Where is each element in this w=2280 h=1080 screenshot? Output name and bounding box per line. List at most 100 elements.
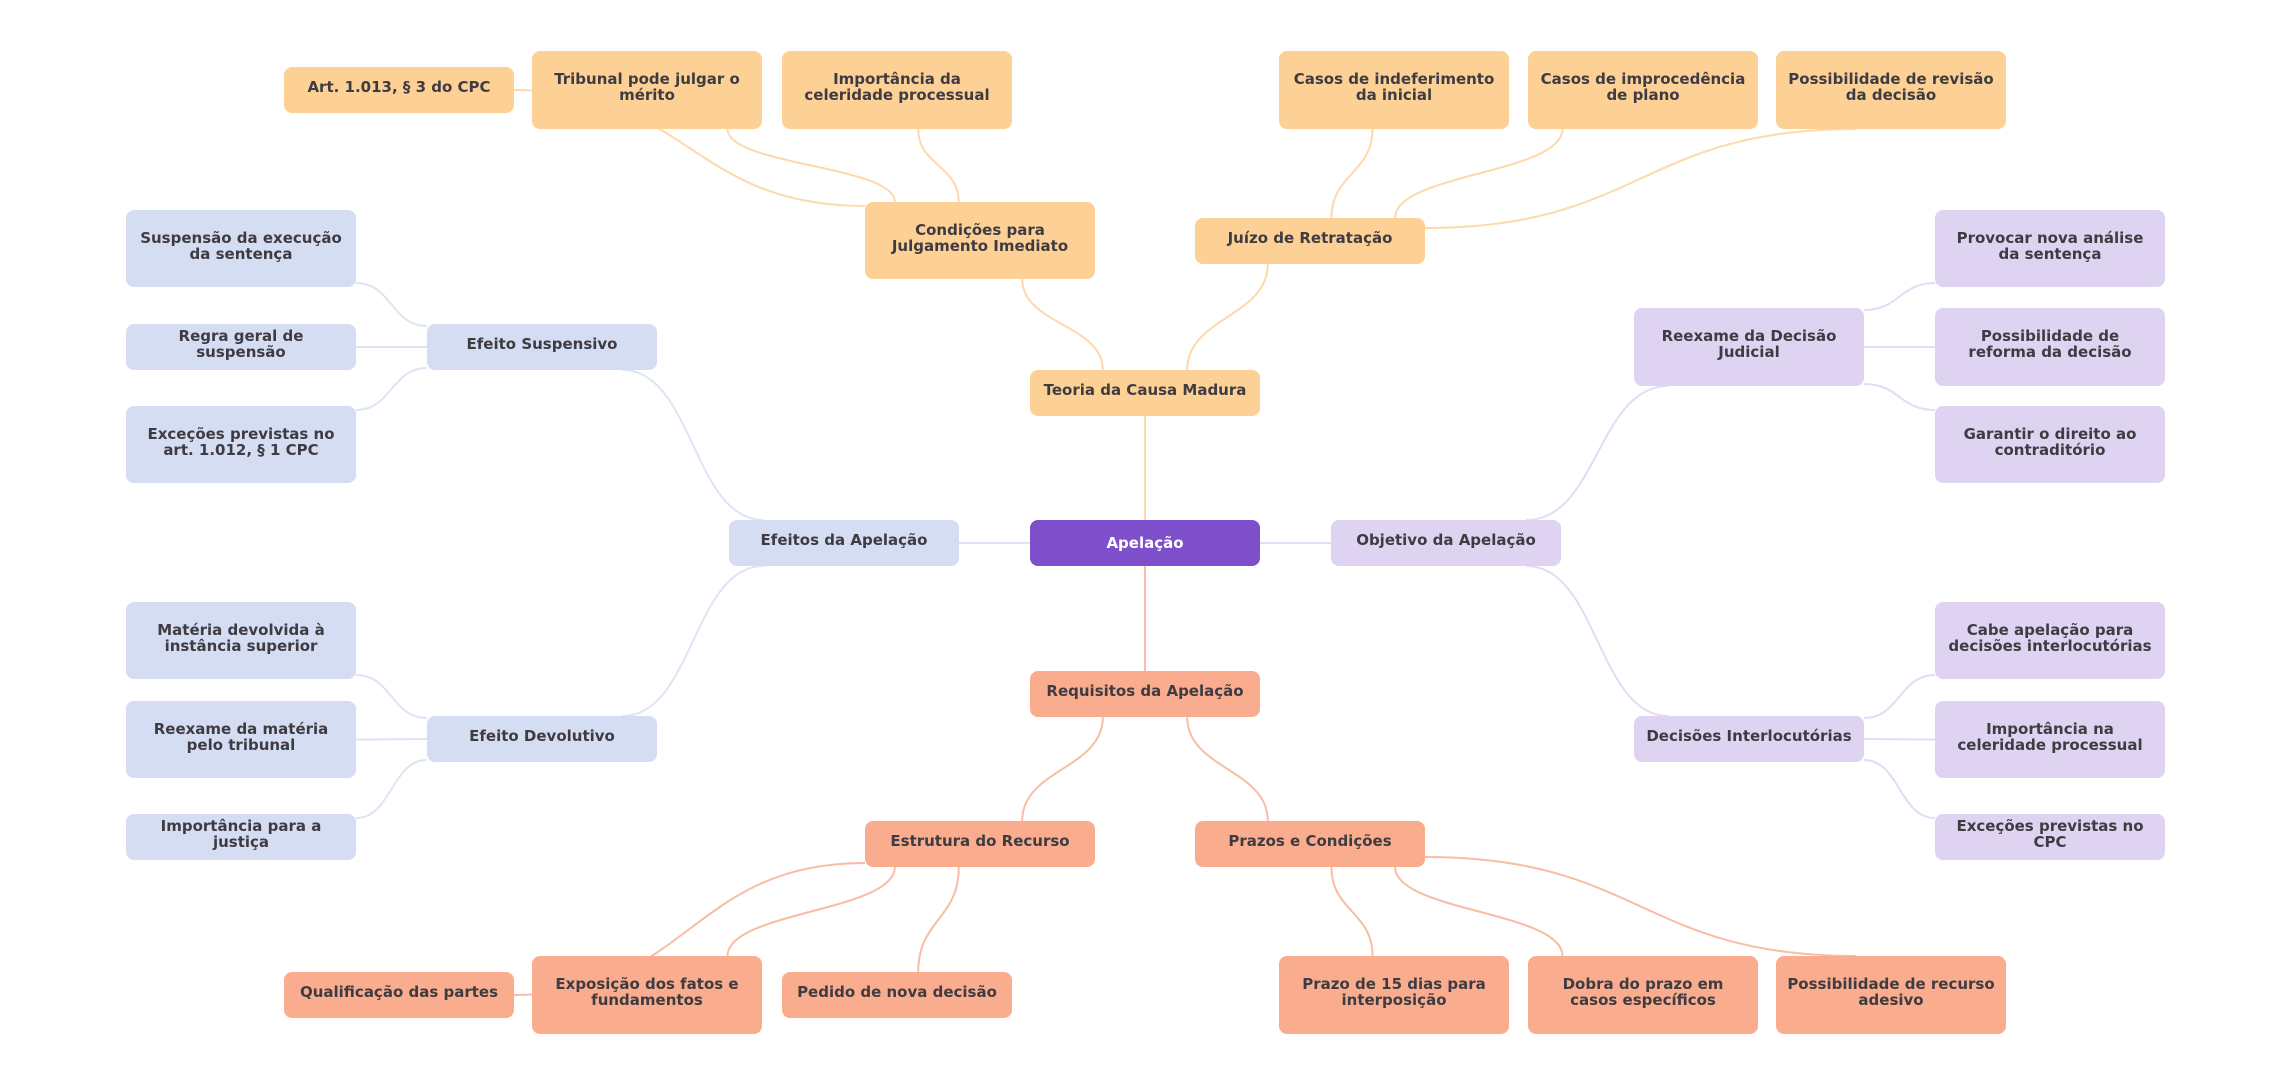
node-label: Teoria da Causa Madura [1043, 381, 1247, 399]
node-label: Cabe apelação para decisões interlocutór… [1948, 621, 2152, 655]
node-label: Dobra do prazo em casos específicos [1562, 975, 1724, 1009]
node-qualif[interactable]: Qualificação das partes [284, 972, 514, 1018]
node-exc-cpc[interactable]: Exceções previstas no CPC [1935, 814, 2165, 860]
connector-efeitos-to-ef-susp [622, 369, 764, 521]
node-objetivo[interactable]: Objetivo da Apelação [1331, 520, 1561, 566]
node-ef-devol[interactable]: Efeito Devolutivo [427, 716, 657, 762]
node-label: Tribunal pode julgar o mérito [554, 70, 740, 104]
node-condicoes[interactable]: Condições para Julgamento Imediato [865, 202, 1095, 279]
node-juizo[interactable]: Juízo de Retratação [1195, 218, 1425, 264]
node-prazos[interactable]: Prazos e Condições [1195, 821, 1425, 867]
node-label: Efeitos da Apelação [760, 531, 928, 549]
node-label: Exceções previstas no CPC [1956, 817, 2144, 851]
node-excecoes-art[interactable]: Exceções previstas no art. 1.012, § 1 CP… [126, 406, 356, 483]
node-label: Objetivo da Apelação [1356, 531, 1536, 549]
connector-estrutura-to-exposicao [726, 866, 896, 957]
node-label: Importância na celeridade processual [1957, 720, 2143, 754]
connector-juizo-to-casos-indef [1330, 128, 1374, 219]
node-pedido[interactable]: Pedido de nova decisão [782, 972, 1012, 1018]
node-poss-revisao[interactable]: Possibilidade de revisão da decisão [1776, 51, 2006, 129]
node-label: Juízo de Retratação [1227, 229, 1393, 247]
node-label: Condições para Julgamento Imediato [891, 221, 1069, 255]
connector-condicoes-to-importancia-cel [917, 128, 960, 203]
connector-teoria-to-condicoes [1021, 278, 1104, 371]
node-materia-dev[interactable]: Matéria devolvida à instância superior [126, 602, 356, 679]
connector-efeitos-to-ef-devol [622, 565, 764, 717]
node-estrutura[interactable]: Estrutura do Recurso [865, 821, 1095, 867]
node-exposicao[interactable]: Exposição dos fatos e fundamentos [532, 956, 762, 1034]
node-label: Possibilidade de reforma da decisão [1968, 327, 2132, 361]
node-regra-geral[interactable]: Regra geral de suspensão [126, 324, 356, 370]
connector-requisitos-to-estrutura [1021, 716, 1104, 822]
node-efeitos[interactable]: Efeitos da Apelação [729, 520, 959, 566]
node-label: Possibilidade de revisão da decisão [1788, 70, 1994, 104]
node-poss-reforma[interactable]: Possibilidade de reforma da decisão [1935, 308, 2165, 386]
node-label: Suspensão da execução da sentença [140, 229, 342, 263]
node-label: Importância da celeridade processual [804, 70, 990, 104]
node-importancia-cel[interactable]: Importância da celeridade processual [782, 51, 1012, 129]
node-label: Regra geral de suspensão [178, 327, 304, 361]
node-label: Efeito Suspensivo [466, 335, 618, 353]
connector-prazos-to-dobra [1394, 866, 1564, 957]
node-label: Importância para a justiça [160, 817, 322, 851]
node-garantir[interactable]: Garantir o direito ao contraditório [1935, 406, 2165, 483]
connector-prazos-to-poss-adesivo [1424, 856, 1857, 957]
node-dec-interloc[interactable]: Decisões Interlocutórias [1634, 716, 1864, 762]
node-label: Prazos e Condições [1228, 832, 1392, 850]
node-label: Casos de indeferimento da inicial [1293, 70, 1495, 104]
connector-objetivo-to-dec-interloc [1526, 565, 1669, 717]
node-casos-improc[interactable]: Casos de improcedência de plano [1528, 51, 1758, 129]
node-label: Reexame da matéria pelo tribunal [153, 720, 329, 754]
node-teoria[interactable]: Teoria da Causa Madura [1030, 370, 1260, 416]
node-label: Apelação [1106, 534, 1184, 552]
node-label: Provocar nova análise da sentença [1956, 229, 2144, 263]
node-ef-susp[interactable]: Efeito Suspensivo [427, 324, 657, 370]
node-cabe-apel[interactable]: Cabe apelação para decisões interlocutór… [1935, 602, 2165, 679]
node-reexame-mat[interactable]: Reexame da matéria pelo tribunal [126, 701, 356, 778]
node-art1013[interactable]: Art. 1.013, § 3 do CPC [284, 67, 514, 113]
connector-ef-susp-to-excecoes-art [355, 367, 428, 411]
connector-condicoes-to-tribunal [726, 128, 896, 203]
connector-juizo-to-casos-improc [1394, 128, 1564, 219]
connector-requisitos-to-prazos [1186, 716, 1269, 822]
connector-reexame-dec-to-provocar [1863, 282, 1936, 311]
connector-teoria-to-juizo [1186, 263, 1269, 371]
node-label: Reexame da Decisão Judicial [1661, 327, 1837, 361]
node-label: Casos de improcedência de plano [1540, 70, 1746, 104]
node-apelacao[interactable]: Apelação [1030, 520, 1260, 566]
node-reexame-dec[interactable]: Reexame da Decisão Judicial [1634, 308, 1864, 386]
node-susp-exec[interactable]: Suspensão da execução da sentença [126, 210, 356, 287]
node-label: Efeito Devolutivo [469, 727, 615, 745]
node-casos-indef[interactable]: Casos de indeferimento da inicial [1279, 51, 1509, 129]
connector-objetivo-to-reexame-dec [1526, 385, 1669, 521]
connector-dec-interloc-to-imp-cel-proc [1863, 738, 1936, 741]
connector-dec-interloc-to-cabe-apel [1863, 674, 1936, 719]
node-label: Estrutura do Recurso [890, 832, 1070, 850]
node-provocar[interactable]: Provocar nova análise da sentença [1935, 210, 2165, 287]
connector-ef-devol-to-reexame-mat [355, 738, 428, 741]
connector-reexame-dec-to-garantir [1863, 383, 1936, 411]
connector-estrutura-to-pedido [917, 866, 960, 973]
connector-ef-devol-to-imp-justica [355, 759, 428, 819]
node-requisitos[interactable]: Requisitos da Apelação [1030, 671, 1260, 717]
node-label: Decisões Interlocutórias [1646, 727, 1852, 745]
node-label: Exposição dos fatos e fundamentos [555, 975, 739, 1009]
connector-dec-interloc-to-exc-cpc [1863, 759, 1936, 819]
connector-prazos-to-prazo15 [1330, 866, 1374, 957]
node-label: Pedido de nova decisão [797, 983, 997, 1001]
node-imp-justica[interactable]: Importância para a justiça [126, 814, 356, 860]
connector-juizo-to-poss-revisao [1424, 128, 1857, 229]
node-label: Requisitos da Apelação [1046, 682, 1244, 700]
node-label: Qualificação das partes [299, 983, 499, 1001]
node-label: Garantir o direito ao contraditório [1963, 425, 2137, 459]
node-dobra[interactable]: Dobra do prazo em casos específicos [1528, 956, 1758, 1034]
node-label: Exceções previstas no art. 1.012, § 1 CP… [147, 425, 335, 459]
node-label: Prazo de 15 dias para interposição [1302, 975, 1486, 1009]
node-label: Possibilidade de recurso adesivo [1787, 975, 1995, 1009]
node-tribunal[interactable]: Tribunal pode julgar o mérito [532, 51, 762, 129]
node-label: Matéria devolvida à instância superior [157, 621, 325, 655]
node-imp-cel-proc[interactable]: Importância na celeridade processual [1935, 701, 2165, 778]
node-prazo15[interactable]: Prazo de 15 dias para interposição [1279, 956, 1509, 1034]
node-poss-adesivo[interactable]: Possibilidade de recurso adesivo [1776, 956, 2006, 1034]
